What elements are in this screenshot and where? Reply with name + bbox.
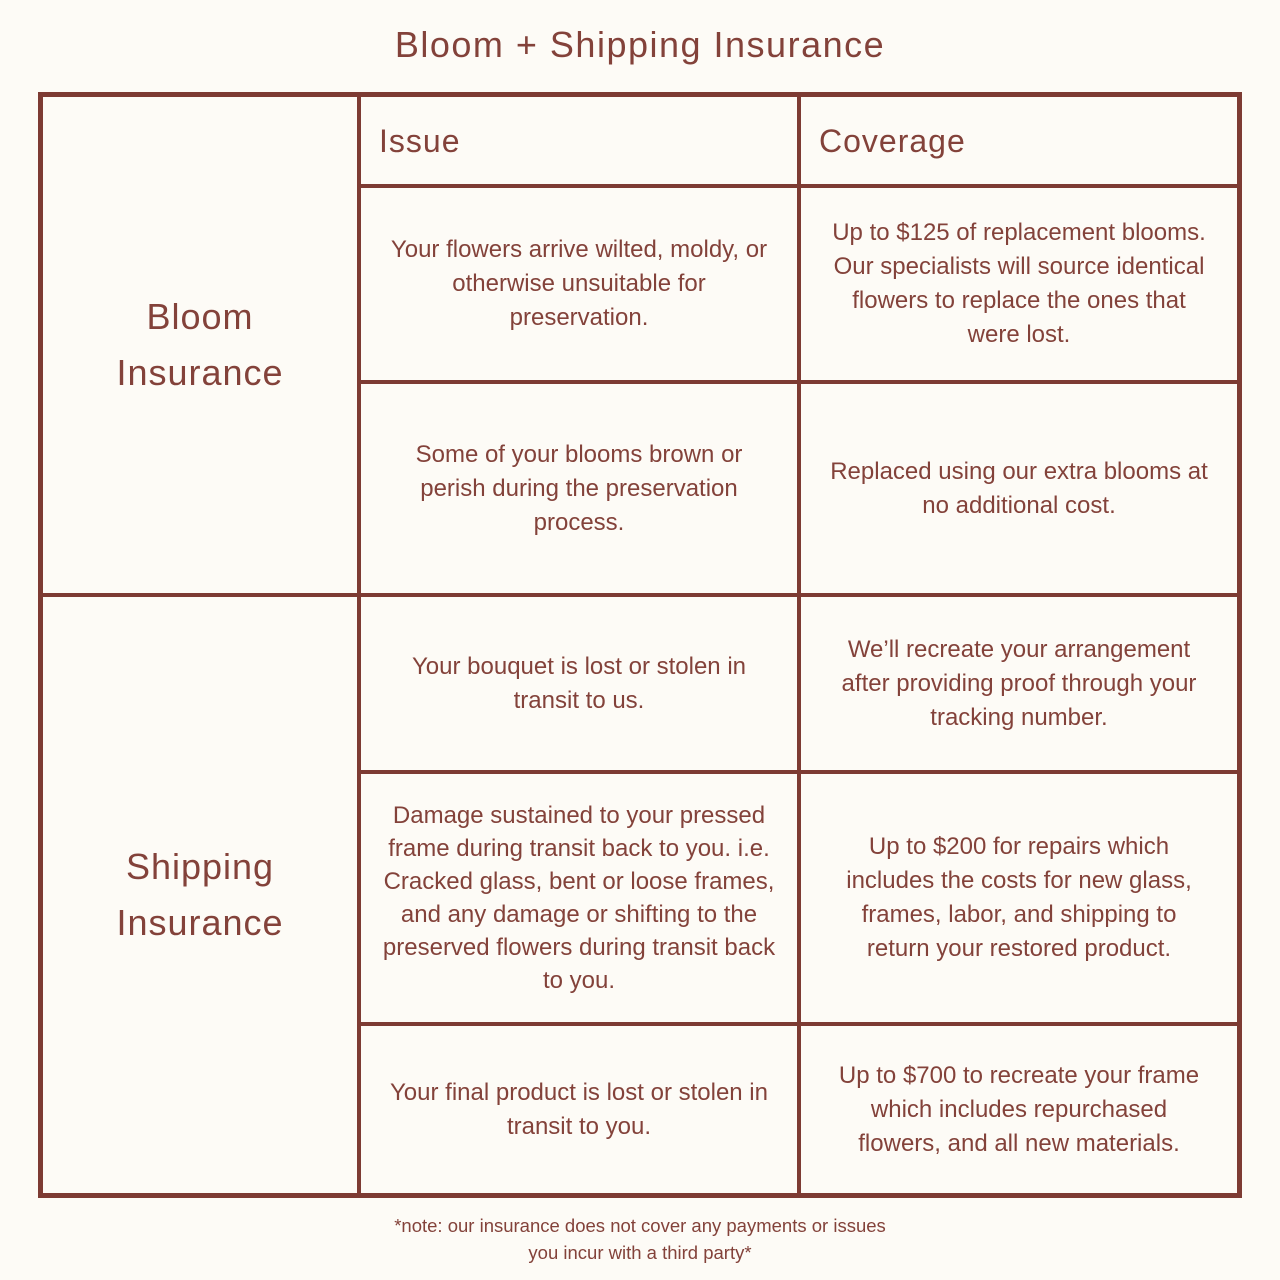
cell-shipping-row1-coverage: We’ll recreate your arrangement after pr…: [801, 597, 1237, 774]
footnote-line-1: *note: our insurance does not cover any …: [394, 1215, 886, 1236]
cell-shipping-row2-issue: Damage sustained to your pressed frame d…: [361, 774, 801, 1026]
cell-bloom-row2-issue: Some of your blooms brown or perish duri…: [361, 384, 801, 597]
column-header-issue: Issue: [361, 97, 801, 188]
cell-shipping-row3-issue: Your final product is lost or stolen in …: [361, 1026, 801, 1193]
column-header-coverage: Coverage: [801, 97, 1237, 188]
cell-shipping-row1-issue: Your bouquet is lost or stolen in transi…: [361, 597, 801, 774]
insurance-table: Bloom Insurance Shipping Insurance Issue…: [38, 92, 1242, 1198]
cell-bloom-row1-issue: Your flowers arrive wilted, moldy, or ot…: [361, 188, 801, 384]
row-label-shipping-insurance: Shipping Insurance: [43, 597, 361, 1193]
cell-bloom-row1-coverage: Up to $125 of replacement blooms. Our sp…: [801, 188, 1237, 384]
row-label-bloom-insurance: Bloom Insurance: [43, 97, 361, 597]
cell-shipping-row2-coverage: Up to $200 for repairs which includes th…: [801, 774, 1237, 1026]
cell-shipping-row3-coverage: Up to $700 to recreate your frame which …: [838, 1061, 1200, 1157]
page-title: Bloom + Shipping Insurance: [394, 24, 886, 65]
footnote: *note: our insurance does not cover any …: [0, 1212, 1280, 1266]
footnote-line-2: you incur with a third party*: [528, 1242, 752, 1263]
cell-bloom-row2-coverage: Replaced using our extra blooms at no ad…: [801, 384, 1237, 597]
